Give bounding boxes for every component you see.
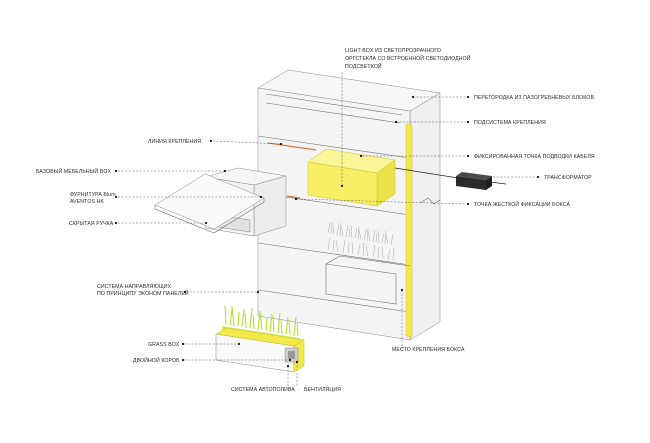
label-rigid-fix: ТОЧКА ЖЕСТКОЙ ФИКСАЦИИ БОКСА (294, 197, 571, 208)
label-partition: ПЕРЕГОРОДКА ИЗ ПАЗОГРЕБНЕВЫХ БЛОКОВ (411, 95, 594, 101)
label-ventilation: ВЕНТИЛЯЦИЯ (295, 360, 341, 393)
light-box (307, 148, 396, 207)
label-light-box: LIGHT BOX ИЗ СВЕТОПРОЗРАЧНОГО ОРГСТЕКЛА … (340, 48, 471, 188)
svg-text:ВЕНТИЛЯЦИЯ: ВЕНТИЛЯЦИЯ (304, 387, 341, 393)
svg-text:СИСТЕМА АВТОПОЛИВА: СИСТЕМА АВТОПОЛИВА (231, 387, 295, 393)
svg-text:ПЕРЕГОРОДКА ИЗ ПАЗОГРЕБНЕВЫХ Б: ПЕРЕГОРОДКА ИЗ ПАЗОГРЕБНЕВЫХ БЛОКОВ (474, 95, 594, 101)
svg-text:ПОДСИСТЕМА КРЕПЛЕНИЯ: ПОДСИСТЕМА КРЕПЛЕНИЯ (474, 120, 546, 126)
label-guides: СИСТЕМА НАПРАВЛЯЮЩИХ ПО ПРИНЦИПУ ЭКОНОМ … (97, 284, 260, 297)
svg-text:ФУРНИТУРА Blum: ФУРНИТУРА Blum (70, 192, 116, 198)
label-hardware: ФУРНИТУРА Blum AVENTOS HK (70, 192, 263, 205)
light-box-label-line1: LIGHT BOX ИЗ СВЕТОПРОЗРАЧНОГО (345, 48, 441, 54)
grass-pattern-wall (327, 221, 395, 261)
base-furniture-box (154, 167, 287, 237)
svg-text:AVENTOS HK: AVENTOS HK (70, 199, 104, 205)
transformer (456, 172, 492, 190)
grass-box (215, 305, 305, 373)
partition-wall (257, 69, 441, 341)
svg-text:ТРАНСФОРМАТОР: ТРАНСФОРМАТОР (544, 175, 592, 181)
power-cable (394, 167, 459, 179)
svg-text:БАЗОВЫЙ МЕБЕЛЬНЫЙ BOX: БАЗОВЫЙ МЕБЕЛЬНЫЙ BOX (36, 167, 111, 175)
label-base-box: БАЗОВЫЙ МЕБЕЛЬНЫЙ BOX (36, 167, 227, 175)
svg-text:ПО ПРИНЦИПУ ЭКОНОМ ПАНЕЛЕЙ: ПО ПРИНЦИПУ ЭКОНОМ ПАНЕЛЕЙ (97, 289, 189, 297)
svg-text:ДВОЙНОЙ КОРОБ: ДВОЙНОЙ КОРОБ (133, 356, 180, 364)
label-cable-point: ФИКСИРОВАННАЯ ТОЧКА ПОДВОДКИ КАБЕЛЯ (359, 154, 595, 160)
label-transformer: ТРАНСФОРМАТОР (493, 175, 592, 181)
light-box-label-line3: ПОДСВЕТКОЙ (345, 62, 382, 70)
mount-line-upper (267, 142, 317, 151)
mount-line-lower (286, 195, 301, 199)
label-hidden-handle: СКРЫТАЯ РУЧКА (69, 221, 208, 227)
light-box-label-line2: ОРГСТЕКЛА СО ВСТРОЕННОЙ СВЕТОДИОДНОЙ (345, 54, 471, 62)
label-irrigation: СИСТЕМА АВТОПОЛИВА (231, 364, 295, 393)
label-mount-subsystem: ПОДСИСТЕМА КРЕПЛЕНИЯ (394, 120, 546, 126)
label-box-mount-place: МЕСТО КРЕПЛЕНИЯ БОКСА (392, 288, 465, 353)
svg-text:GRASS BOX: GRASS BOX (148, 342, 180, 348)
svg-text:ТОЧКА ЖЕСТКОЙ ФИКСАЦИИ БОКСА: ТОЧКА ЖЕСТКОЙ ФИКСАЦИИ БОКСА (474, 200, 571, 208)
label-mount-line: ЛИНИЯ КРЕПЛЕНИЯ (148, 139, 283, 146)
svg-text:ЛИНИЯ КРЕПЛЕНИЯ: ЛИНИЯ КРЕПЛЕНИЯ (148, 139, 201, 145)
svg-text:ФИКСИРОВАННАЯ ТОЧКА ПОДВОДКИ К: ФИКСИРОВАННАЯ ТОЧКА ПОДВОДКИ КАБЕЛЯ (474, 154, 595, 160)
svg-text:СКРЫТАЯ РУЧКА: СКРЫТАЯ РУЧКА (69, 221, 114, 227)
svg-text:МЕСТО КРЕПЛЕНИЯ БОКСА: МЕСТО КРЕПЛЕНИЯ БОКСА (392, 347, 465, 353)
svg-text:СИСТЕМА НАПРАВЛЯЮЩИХ: СИСТЕМА НАПРАВЛЯЮЩИХ (97, 284, 172, 290)
label-double-box: ДВОЙНОЙ КОРОБ (133, 356, 292, 364)
label-grass-box: GRASS BOX (148, 342, 241, 348)
